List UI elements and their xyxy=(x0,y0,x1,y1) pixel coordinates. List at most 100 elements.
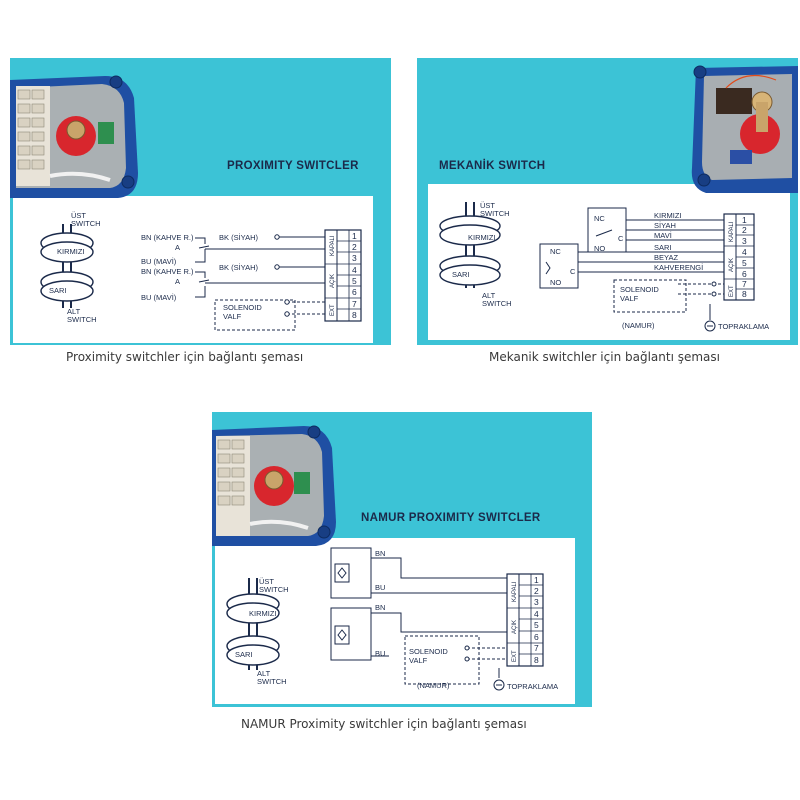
namur-label: (NAMUR) xyxy=(417,681,450,690)
terminal-block: KAPALI AÇIK EXT 1 2 3 4 5 6 7 8 xyxy=(324,229,362,322)
wire-beyaz: BEYAZ xyxy=(654,253,678,262)
valve-label: VALF xyxy=(620,294,639,303)
terminal-3: 3 xyxy=(352,253,357,263)
bottom-switch-label-1: ALT xyxy=(67,307,81,316)
valve-label: VALF xyxy=(223,312,242,321)
group-acik: AÇIK xyxy=(512,620,518,634)
wire-kirmizi: KIRMIZI xyxy=(654,211,682,220)
group-kapali: KAPALI xyxy=(729,221,735,242)
red-cam-label: KIRMIZI xyxy=(249,609,277,618)
solenoid-label: SOLENOID xyxy=(620,285,659,294)
bottom-switch-label-2: SWITCH xyxy=(482,299,512,308)
solenoid-label: SOLENOID xyxy=(223,303,262,312)
terminal-4: 4 xyxy=(352,265,357,275)
wire-label-bk-1: BK (SİYAH) xyxy=(219,233,259,242)
bottom-switch-label-2: SWITCH xyxy=(67,315,97,324)
top-switch-label-1: ÜST xyxy=(480,201,495,210)
wire-mavi: MAVİ xyxy=(654,231,672,240)
yellow-cam-label: SARI xyxy=(452,270,470,279)
namur-wiring-diagram: ÜST SWITCH KIRMIZI SARI ALT SWITCH BN BU… xyxy=(226,547,558,691)
terminal-8: 8 xyxy=(742,289,747,299)
yellow-cam-label: SARI xyxy=(235,650,253,659)
bottom-switch-label-1: ALT xyxy=(482,291,496,300)
namur-label: (NAMUR) xyxy=(622,321,655,330)
terminal-7: 7 xyxy=(534,643,539,653)
terminal-block: KAPALI AÇIK EXT 1 2 3 4 5 6 7 8 xyxy=(723,213,755,301)
terminal-2: 2 xyxy=(742,225,747,235)
sw1-no: NO xyxy=(594,244,605,253)
wire-bn-2: BN xyxy=(375,603,385,612)
group-acik: AÇIK xyxy=(729,258,735,272)
ground-label: TOPRAKLAMA xyxy=(507,682,558,691)
sw2-no: NO xyxy=(550,278,561,287)
group-ext: EXT xyxy=(512,650,518,662)
wire-label-bu-2: BU (MAVİ) xyxy=(141,293,177,302)
terminal-6: 6 xyxy=(742,269,747,279)
mechanical-title: MEKANİK SWITCH xyxy=(439,160,546,172)
shaft-assembly: ÜST SWITCH KIRMIZI SARI ALT SWITCH xyxy=(439,201,512,308)
terminal-5: 5 xyxy=(742,258,747,268)
terminal-7: 7 xyxy=(742,279,747,289)
terminal-3: 3 xyxy=(742,236,747,246)
wire-label-a-1: A xyxy=(175,243,180,252)
sw2-nc: NC xyxy=(550,247,561,256)
bottom-switch-label-2: SWITCH xyxy=(257,677,287,686)
mechanical-caption: Mekanik switchler için bağlantı şeması xyxy=(489,350,720,364)
group-ext: EXT xyxy=(330,304,336,316)
wire-bu-1: BU xyxy=(375,583,385,592)
terminal-1: 1 xyxy=(742,215,747,225)
proximity-device-photo xyxy=(10,75,138,198)
wire-label-bn-1: BN (KAHVE R.) xyxy=(141,233,194,242)
terminal-8: 8 xyxy=(352,310,357,320)
wire-label-bk-2: BK (SİYAH) xyxy=(219,263,259,272)
terminal-4: 4 xyxy=(742,247,747,257)
proximity-diagram-area xyxy=(13,196,373,343)
top-switch-label-1: ÜST xyxy=(259,577,274,586)
top-switch-label-2: SWITCH xyxy=(480,209,510,218)
group-acik: AÇIK xyxy=(330,274,336,288)
valve-label: VALF xyxy=(409,656,428,665)
wire-siyah: SİYAH xyxy=(654,221,676,230)
yellow-cam-label: SARI xyxy=(49,286,67,295)
top-switch-label-2: SWITCH xyxy=(71,219,101,228)
namur-title: NAMUR PROXIMITY SWITCLER xyxy=(361,512,541,524)
ground-label: TOPRAKLAMA xyxy=(718,322,769,331)
red-cam-label: KIRMIZI xyxy=(468,233,496,242)
solenoid-label: SOLENOID xyxy=(409,647,448,656)
terminal-8: 8 xyxy=(534,655,539,665)
wire-bu-2: BU xyxy=(375,649,385,658)
wire-sari: SARI xyxy=(654,243,672,252)
wire-bn-1: BN xyxy=(375,549,385,558)
sw1-nc: NC xyxy=(594,214,605,223)
proximity-title: PROXIMITY SWITCLER xyxy=(227,160,359,172)
terminal-4: 4 xyxy=(534,609,539,619)
wire-kahverengi: KAHVERENGİ xyxy=(654,263,703,272)
group-kapali: KAPALI xyxy=(330,235,336,256)
top-switch-label-2: SWITCH xyxy=(259,585,289,594)
terminal-5: 5 xyxy=(534,620,539,630)
group-ext: EXT xyxy=(729,285,735,297)
wire-label-bn-2: BN (KAHVE R.) xyxy=(141,267,194,276)
terminal-6: 6 xyxy=(352,287,357,297)
terminal-7: 7 xyxy=(352,299,357,309)
terminal-1: 1 xyxy=(352,231,357,241)
proximity-wiring-diagram: ÜST SWITCH KIRMIZI SARI ALT SWITCH BN (K… xyxy=(40,211,362,331)
wire-label-a-2: A xyxy=(175,277,180,286)
namur-caption: NAMUR Proximity switchler için bağlantı … xyxy=(241,717,527,731)
terminal-1: 1 xyxy=(534,575,539,585)
terminal-2: 2 xyxy=(352,242,357,252)
mechanical-wiring-diagram: ÜST SWITCH KIRMIZI SARI ALT SWITCH NC C … xyxy=(439,201,769,332)
mechanical-device-photo xyxy=(691,65,798,193)
top-switch-label-1: ÜST xyxy=(71,211,86,220)
terminal-6: 6 xyxy=(534,632,539,642)
group-kapali: KAPALI xyxy=(512,581,518,602)
terminal-block: KAPALI AÇIK EXT 1 2 3 4 5 6 7 8 xyxy=(506,573,544,667)
shaft-assembly: ÜST SWITCH KIRMIZI SARI ALT SWITCH xyxy=(226,577,289,686)
shaft-assembly: ÜST SWITCH KIRMIZI SARI ALT SWITCH xyxy=(40,211,101,324)
proximity-caption: Proximity switchler için bağlantı şeması xyxy=(66,350,304,364)
red-cam-label: KIRMIZI xyxy=(57,247,85,256)
terminal-2: 2 xyxy=(534,586,539,596)
bottom-switch-label-1: ALT xyxy=(257,669,271,678)
sw1-c: C xyxy=(618,234,624,243)
namur-device-photo xyxy=(212,425,336,546)
